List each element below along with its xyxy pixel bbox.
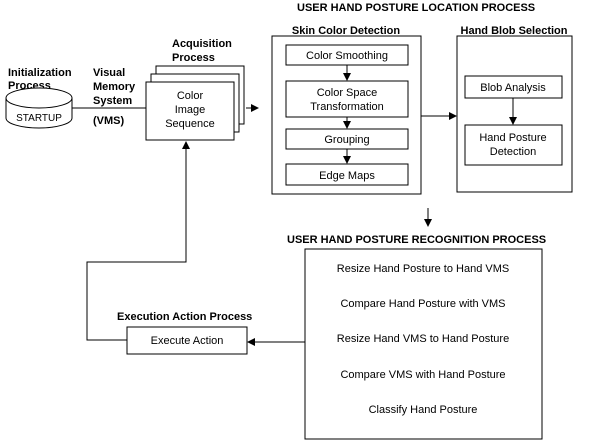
execute-action-box <box>126 326 248 355</box>
recognition-step-2: Compare Hand Posture with VMS <box>340 298 505 310</box>
execute-action-label: Execute Action <box>151 335 224 347</box>
hand-posture-detection-line2: Detection <box>490 146 536 158</box>
blob-analysis-label: Blob Analysis <box>480 82 546 94</box>
initialization-process: Initialization Process STARTUP <box>5 67 73 129</box>
initialization-title-line1: Initialization <box>8 67 72 79</box>
edge-maps-step <box>285 163 409 186</box>
vms-title-line1: Visual <box>93 67 125 79</box>
color-space-transformation-step <box>285 80 409 118</box>
recognition-step-4: Compare VMS with Hand Posture <box>340 369 505 381</box>
vms-title-line3: System <box>93 95 132 107</box>
vms-abbreviation: (VMS) <box>93 115 125 127</box>
hand-posture-detection-line1: Hand Posture <box>479 132 546 144</box>
startup-disk-icon: STARTUP <box>5 87 73 129</box>
hand-blob-selection-panel <box>456 35 573 193</box>
location-process-title: USER HAND POSTURE LOCATION PROCESS <box>297 2 535 14</box>
hand-posture-detection-step <box>464 124 563 166</box>
hand-blob-selection: Hand Blob Selection Blob Analysis Hand P… <box>456 25 573 193</box>
recognition-step-3: Resize Hand VMS to Hand Posture <box>337 333 509 345</box>
recognition-step-1: Resize Hand Posture to Hand VMS <box>337 263 509 275</box>
recognition-step-5: Classify Hand Posture <box>369 404 478 416</box>
color-space-label-line2: Transformation <box>310 101 384 113</box>
skin-color-detection: Skin Color Detection Color Smoothing Col… <box>271 25 422 195</box>
vms-title-line2: Memory <box>93 81 136 93</box>
color-smoothing-label: Color Smoothing <box>306 50 388 62</box>
execution-title: Execution Action Process <box>117 311 252 323</box>
arrow-feedback-to-acquisition <box>86 141 190 341</box>
recognition-panel <box>304 248 543 440</box>
grouping-label: Grouping <box>324 134 369 146</box>
recognition-process-title: USER HAND POSTURE RECOGNITION PROCESS <box>287 234 546 246</box>
acquisition-box-line3: Sequence <box>165 118 215 130</box>
execution-action-process: Execution Action Process Execute Action <box>117 311 252 355</box>
hand-blob-selection-title: Hand Blob Selection <box>461 25 568 37</box>
recognition-process: Resize Hand Posture to Hand VMS Compare … <box>304 248 543 440</box>
color-image-sequence-box <box>145 81 235 141</box>
visual-memory-system: Visual Memory System (VMS) <box>93 67 136 127</box>
acquisition-process: Acquisition Process Color Image Sequence <box>145 38 245 141</box>
color-space-label-line1: Color Space <box>317 87 378 99</box>
acquisition-title-line1: Acquisition <box>172 38 232 50</box>
acquisition-box-line1: Color <box>177 90 204 102</box>
skin-color-detection-title: Skin Color Detection <box>292 25 400 37</box>
startup-label: STARTUP <box>16 113 62 124</box>
acquisition-title-line2: Process <box>172 52 215 64</box>
acquisition-box-line2: Image <box>175 104 206 116</box>
edge-maps-label: Edge Maps <box>319 170 375 182</box>
